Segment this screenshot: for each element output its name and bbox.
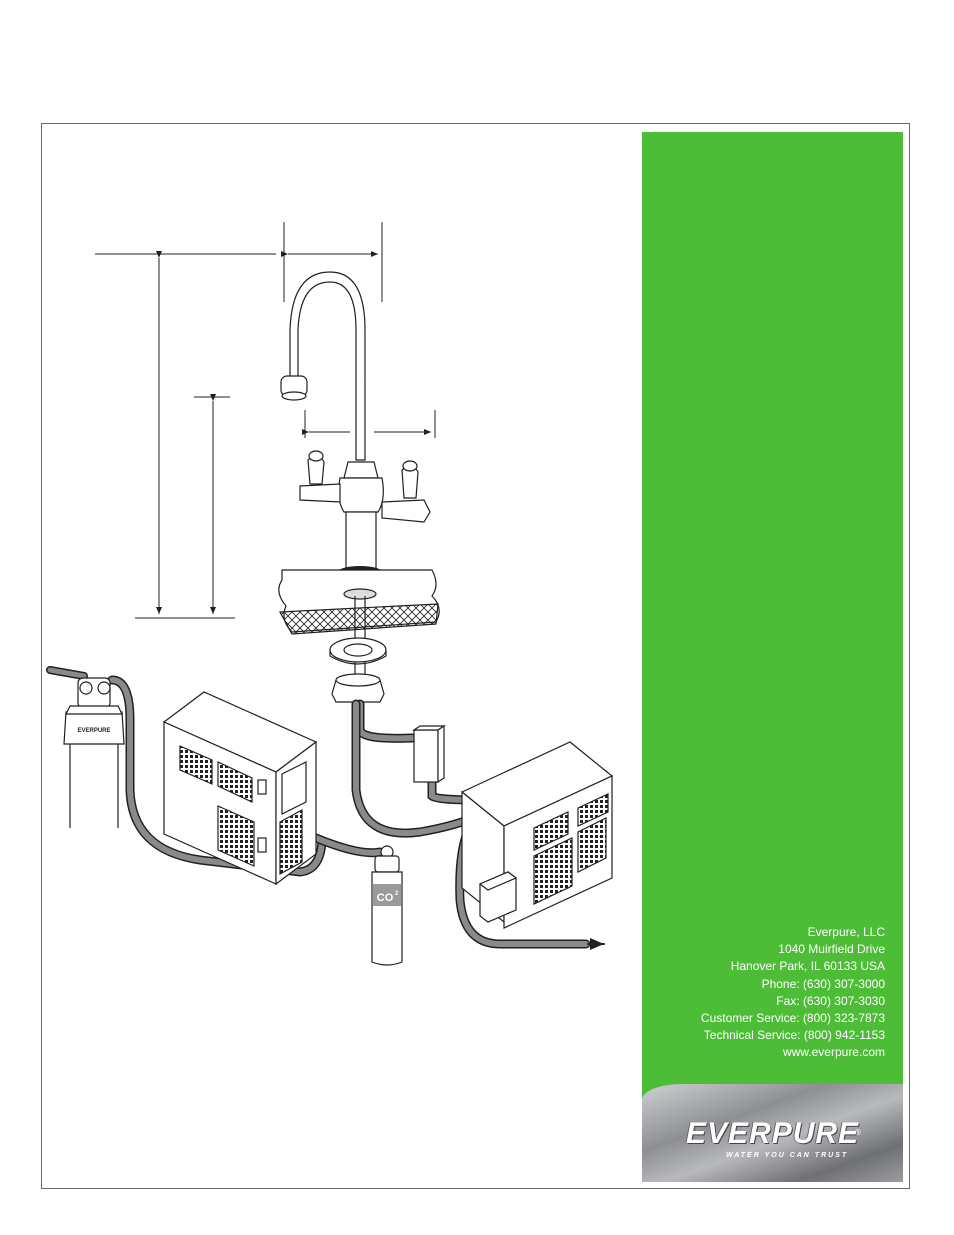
faucet: [281, 272, 430, 580]
carbonator-unit: [462, 742, 612, 928]
installation-diagram: EVERPURE CO 2: [41, 123, 641, 983]
technical-service-number: Technical Service: (800) 942-1153: [701, 1027, 885, 1044]
svg-text:CO: CO: [377, 892, 394, 904]
phone-number: Phone: (630) 307-3000: [701, 976, 885, 993]
logo-wordmark: EVERPURE: [686, 1117, 859, 1151]
everpure-logo: EVERPURE ® WATER YOU CAN TRUST: [642, 1084, 903, 1182]
logo-tagline: WATER YOU CAN TRUST: [726, 1152, 848, 1159]
svg-text:EVERPURE: EVERPURE: [77, 728, 110, 734]
address-line-1: 1040 Muirfield Drive: [701, 941, 885, 958]
contact-panel: Everpure, LLC 1040 Muirfield Drive Hanov…: [642, 132, 903, 1182]
registered-mark: ®: [855, 1128, 861, 1137]
address-line-2: Hanover Park, IL 60133 USA: [701, 958, 885, 975]
customer-service-number: Customer Service: (800) 323-7873: [701, 1010, 885, 1027]
fax-number: Fax: (630) 307-3030: [701, 993, 885, 1010]
junction-box: [414, 726, 444, 782]
website-link[interactable]: www.everpure.com: [701, 1044, 885, 1061]
co2-canister: CO 2: [372, 846, 402, 965]
dimension-lines: [95, 222, 435, 618]
company-name: Everpure, LLC: [701, 924, 885, 941]
contact-info: Everpure, LLC 1040 Muirfield Drive Hanov…: [701, 924, 885, 1062]
mounting-hardware: [330, 638, 386, 702]
water-filter: EVERPURE: [64, 678, 124, 828]
